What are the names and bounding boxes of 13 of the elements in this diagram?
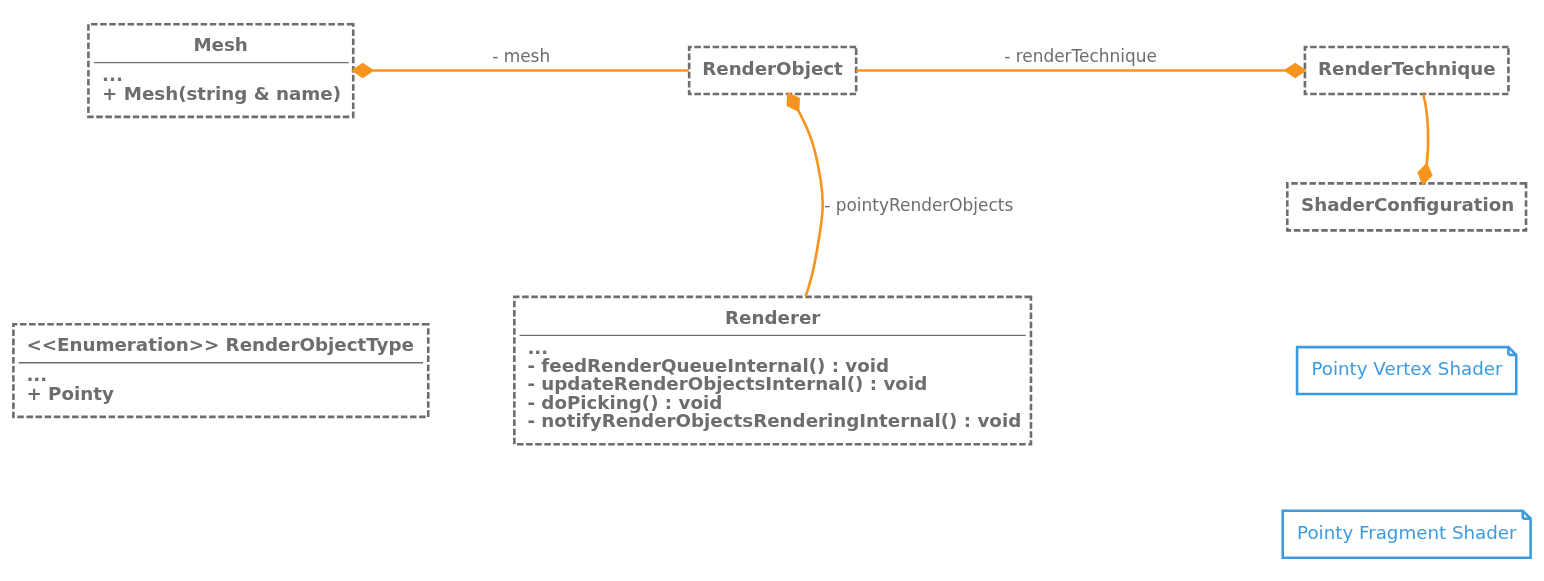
- connector: [856, 62, 1307, 78]
- node-box: ShaderConfiguration: [1286, 181, 1528, 232]
- connector: [1417, 93, 1433, 185]
- edge-label: - pointyRenderObjects: [824, 194, 1014, 215]
- node-box: RenderObject: [687, 45, 858, 95]
- connector: [351, 62, 689, 78]
- edge-label: - renderTechnique: [1004, 45, 1157, 66]
- node-box: RenderTechnique: [1303, 45, 1510, 95]
- node-box: Mesh ... + Mesh(string & name): [87, 22, 355, 118]
- node-box: Renderer ... - feedRenderQueueInternal() : void - updateRenderObjectsInternal() : void - doPicking() : void - notifyRenderObjectsRenderingInternal() : void: [513, 295, 1033, 446]
- node-box: <<Enumeration>> RenderObjectType ... + Pointy: [12, 322, 430, 418]
- edge-label: - mesh: [492, 45, 551, 66]
- connector: [786, 91, 824, 297]
